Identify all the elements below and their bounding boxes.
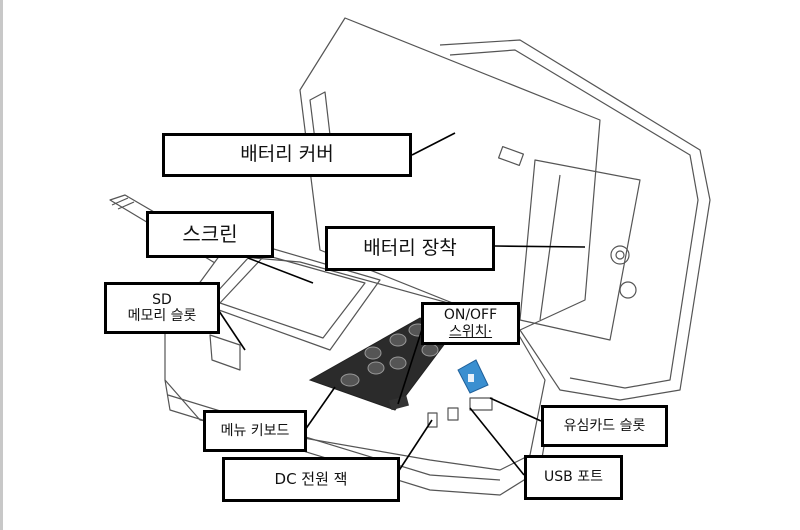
page-left-border: [0, 0, 3, 530]
label-usb-port-text: USB 포트: [544, 469, 603, 486]
battery-bay: [519, 159, 641, 341]
sd-slot: [209, 334, 241, 371]
rear-housing: [439, 39, 711, 401]
keypad-button-right: [389, 356, 407, 370]
usb-port: [447, 407, 459, 421]
label-dc-jack-text: DC 전원 잭: [274, 469, 348, 488]
label-battery-cover-text: 배터리 커버: [240, 143, 334, 166]
sim-slot-opening: [469, 397, 493, 411]
label-battery-cover: 배터리 커버: [162, 133, 412, 177]
screen-glass: [219, 254, 366, 339]
leader-menu-keyboard: [304, 386, 336, 431]
battery-bay-divider: [539, 174, 561, 321]
label-menu-keyboard: 메뉴 키보드: [203, 410, 307, 452]
keypad-button-down: [367, 361, 385, 375]
keypad-button-left: [364, 346, 382, 360]
label-usb-port: USB 포트: [524, 455, 623, 500]
rear-housing-inner: [449, 49, 699, 389]
leader-battery-install: [494, 245, 586, 248]
hinge-post: [619, 281, 637, 299]
sim-card-chip: [468, 374, 474, 382]
dc-port: [427, 412, 438, 428]
label-sd-slot-line1: SD: [152, 291, 172, 308]
leader-sim-slot: [489, 397, 542, 422]
leader-onoff: [397, 319, 426, 405]
leader-screen: [247, 257, 314, 284]
label-dc-jack: DC 전원 잭: [222, 457, 400, 502]
label-sd-slot: SD 메모리 슬롯: [104, 282, 220, 334]
battery-cover-tab: [498, 145, 524, 167]
leader-dc-jack: [397, 419, 433, 473]
label-battery-install-text: 배터리 장착: [363, 236, 457, 259]
label-sd-slot-line2: 메모리 슬롯: [127, 308, 197, 324]
leader-usb-port: [469, 407, 525, 476]
label-onoff-line2: 스위치·: [448, 323, 493, 340]
keypad-button-menu: [340, 373, 360, 387]
keypad-button-back: [421, 343, 439, 357]
label-onoff-switch: ON/OFF 스위치·: [421, 302, 520, 345]
leader-sd-slot: [214, 304, 246, 351]
hinge-knob: [610, 245, 630, 265]
label-battery-install: 배터리 장착: [325, 226, 495, 271]
label-onoff-line1: ON/OFF: [443, 307, 498, 324]
hinge-knob-inner: [615, 250, 625, 260]
label-menu-keyboard-text: 메뉴 키보드: [220, 422, 290, 439]
label-sim-slot-text: 유심카드 슬롯: [563, 417, 646, 434]
keypad-button-up: [389, 333, 407, 347]
label-screen-text: 스크린: [182, 222, 238, 246]
leader-battery-cover: [411, 132, 456, 156]
label-sim-slot: 유심카드 슬롯: [541, 405, 668, 447]
label-screen: 스크린: [146, 211, 274, 258]
screen-frame: [204, 244, 381, 351]
